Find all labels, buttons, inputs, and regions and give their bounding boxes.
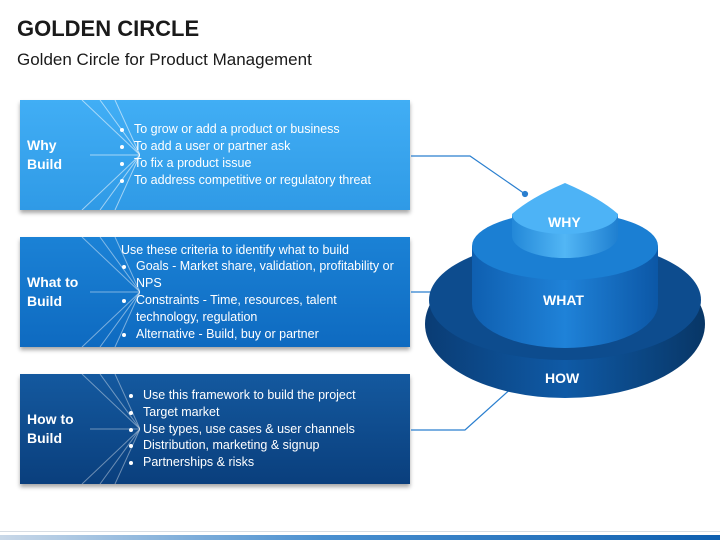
what-to-build-heading: What to Build <box>27 274 79 309</box>
how-connector-dot <box>511 381 519 389</box>
list-item: Alternative - Build, buy or partner <box>136 326 402 343</box>
panel-heading: What to Build <box>20 237 120 347</box>
list-item: Distribution, marketing & signup <box>143 437 402 454</box>
list-item: Partnerships & risks <box>143 454 402 471</box>
why-level-label: WHY <box>548 214 581 230</box>
bullet-list: Goals - Market share, validation, profit… <box>121 258 402 342</box>
slide-title: GOLDEN CIRCLE <box>17 16 200 41</box>
what-tier <box>472 212 658 348</box>
what-connector-dot <box>501 288 509 296</box>
panel-heading: How to Build <box>20 374 120 484</box>
why-connector <box>411 155 526 195</box>
list-item: Constraints - Time, resources, talent te… <box>136 292 402 326</box>
list-item: Target market <box>143 404 402 421</box>
slide-subtitle: Golden Circle for Product Management <box>17 50 312 69</box>
why-build-heading: Why Build <box>27 137 62 172</box>
connectors <box>411 155 529 431</box>
list-item: To add a user or partner ask <box>134 138 402 155</box>
list-item: Use this framework to build the project <box>143 387 402 404</box>
bullet-list: Use this framework to build the project … <box>128 387 402 471</box>
panel-heading: Why Build <box>20 100 120 210</box>
list-item: To address competitive or regulatory thr… <box>134 172 402 189</box>
how-level-label: HOW <box>545 370 580 386</box>
list-item: To fix a product issue <box>134 155 402 172</box>
panel-content: Use these criteria to identify what to b… <box>121 237 402 347</box>
why-build-panel: Why Build To grow or add a product or bu… <box>20 100 410 210</box>
panel-intro: Use these criteria to identify what to b… <box>121 242 349 257</box>
list-item: To grow or add a product or business <box>134 121 402 138</box>
what-to-build-panel: What to Build Use these criteria to iden… <box>20 237 410 347</box>
how-connector <box>411 384 516 431</box>
footer-bar <box>0 535 720 540</box>
how-to-build-heading: How to Build <box>27 411 74 446</box>
how-to-build-panel: How to Build Use this framework to build… <box>20 374 410 484</box>
panel-content: Use this framework to build the project … <box>128 374 402 484</box>
footer-divider <box>0 531 720 532</box>
rays-decoration <box>81 100 140 210</box>
panel-content: To grow or add a product or business To … <box>119 100 402 210</box>
list-item: Use types, use cases & user channels <box>143 421 402 438</box>
rays-decoration <box>81 374 140 484</box>
list-item: Goals - Market share, validation, profit… <box>136 258 402 292</box>
what-level-label: WHAT <box>543 292 584 308</box>
rays-decoration <box>81 237 140 347</box>
why-connector-dot <box>521 190 529 198</box>
bullet-list: To grow or add a product or business To … <box>119 121 402 188</box>
